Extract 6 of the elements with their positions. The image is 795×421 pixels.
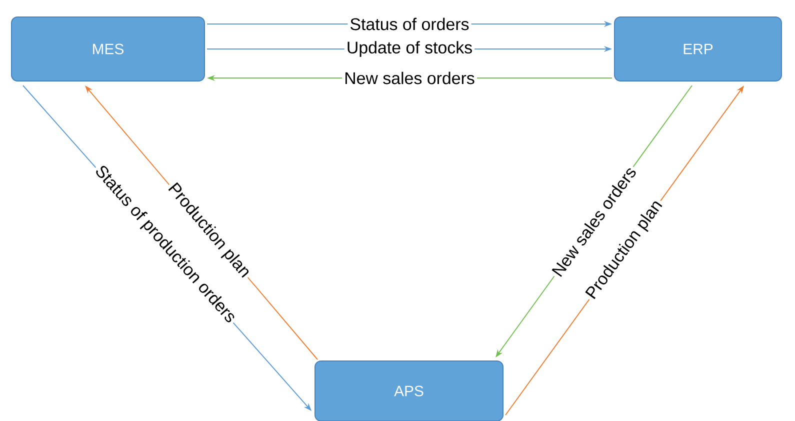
edge-label: New sales orders — [342, 70, 477, 86]
edge-label: Status of orders — [348, 16, 472, 32]
system-box: MES — [11, 16, 205, 82]
system-box: ERP — [614, 16, 782, 82]
system-box: APS — [314, 360, 504, 421]
edge-label: Update of stocks — [344, 39, 475, 59]
